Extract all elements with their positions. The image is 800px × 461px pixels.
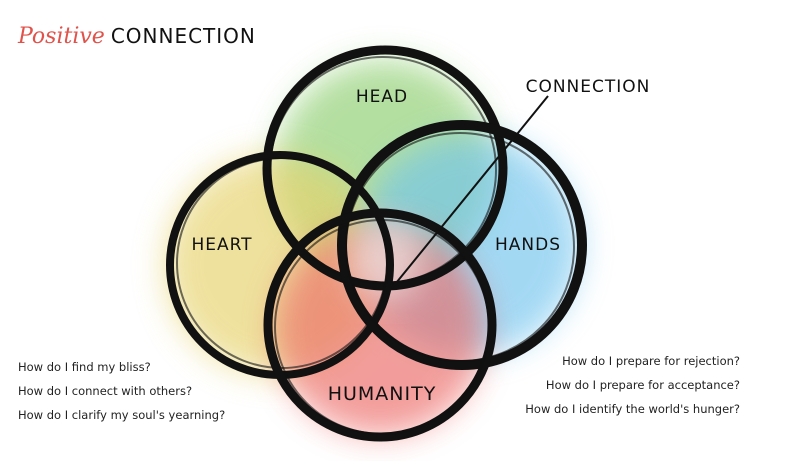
title-script-word: Positive [18, 24, 105, 49]
hands-ring [337, 120, 587, 370]
connection-label: CONNECTION [526, 77, 651, 97]
humanity-ring [263, 208, 497, 442]
right-question-3: How do I identify the world's hunger? [525, 402, 740, 416]
connection-pointer-line [391, 95, 549, 289]
left-question-2: How do I connect with others? [18, 384, 193, 398]
right-question-1: How do I prepare for rejection? [562, 354, 740, 368]
head-ring-inner [269, 56, 497, 284]
humanity-label: HUMANITY [328, 383, 437, 405]
right-questions: How do I prepare for rejection? How do I… [525, 352, 740, 424]
title-caps-word: CONNECTION [110, 24, 256, 48]
humanity-ring-inner [274, 219, 490, 435]
left-questions: How do I find my bliss? How do I connect… [18, 358, 225, 430]
left-question-3: How do I clarify my soul's yearning? [18, 408, 226, 422]
hands-ring-inner [345, 132, 575, 362]
page-title: Positive CONNECTION [18, 24, 256, 49]
heart-label: HEART [191, 235, 252, 255]
heart-ring-inner [176, 157, 388, 369]
right-question-2: How do I prepare for acceptance? [545, 378, 740, 392]
left-question-1: How do I find my bliss? [18, 360, 151, 374]
head-label: HEAD [356, 87, 408, 107]
hands-label: HANDS [495, 235, 561, 255]
outlines [166, 45, 587, 442]
